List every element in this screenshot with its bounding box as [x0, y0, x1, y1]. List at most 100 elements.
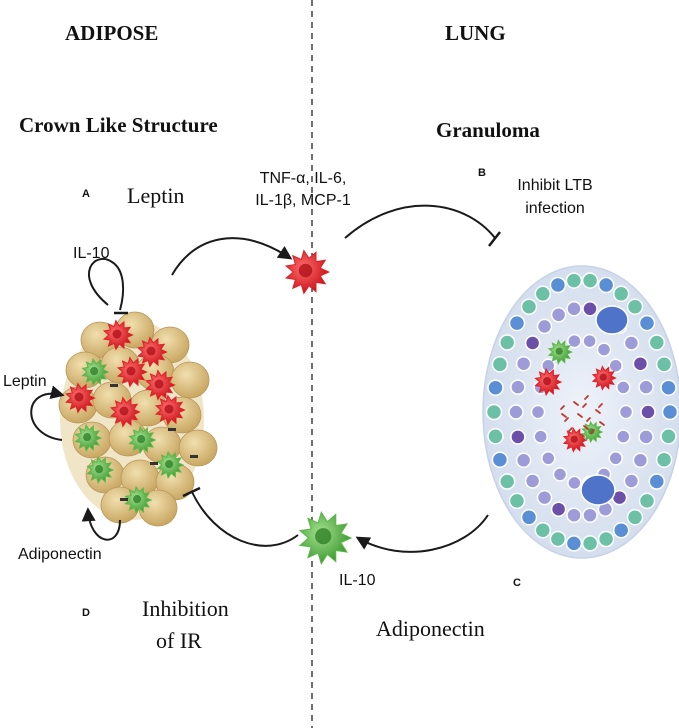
adiponectin-arrow	[355, 514, 489, 553]
bacterium	[586, 417, 591, 422]
bacterium	[579, 433, 585, 438]
granuloma-cell	[582, 333, 597, 349]
granuloma-cell	[608, 451, 623, 466]
granuloma-cell	[515, 452, 532, 469]
granuloma-cell	[498, 334, 516, 351]
green-macrophage-icon	[81, 357, 110, 387]
bacterium	[568, 427, 573, 432]
granuloma-cell	[655, 451, 673, 468]
inhibit-label-line1: Inhibit LTB	[517, 177, 593, 194]
granuloma-cell	[549, 276, 567, 294]
granuloma-cell	[623, 473, 640, 489]
granuloma-cell	[660, 428, 677, 445]
granuloma-cell	[608, 358, 623, 373]
granuloma-cell	[510, 429, 526, 445]
granuloma-cell	[487, 379, 504, 396]
green-macrophage-icon	[156, 450, 185, 480]
granuloma-cell	[612, 521, 630, 539]
center-green-macrophage	[298, 511, 353, 565]
bacterium	[599, 421, 605, 426]
granuloma-cell	[581, 272, 599, 289]
granuloma-cell	[616, 429, 631, 444]
granuloma-cell	[638, 429, 654, 445]
granuloma-cell	[491, 356, 509, 373]
granuloma-cell	[524, 473, 541, 489]
granuloma-cell	[597, 530, 615, 548]
granuloma-cell	[520, 298, 538, 315]
crown-like-structure-title: Crown Like Structure	[19, 113, 218, 137]
adiponectin-side-label: Adiponectin	[18, 546, 102, 563]
granuloma-cell	[520, 509, 538, 526]
granuloma-cell	[550, 501, 567, 517]
inhibition-bar	[182, 486, 201, 498]
receptor-mark	[168, 428, 176, 431]
granuloma-cell	[534, 285, 552, 303]
leptin-arrow	[171, 237, 293, 276]
lung-header: LUNG	[445, 21, 506, 45]
bacterium	[582, 403, 587, 408]
granuloma-cell	[632, 355, 649, 372]
granuloma-cell	[640, 404, 656, 420]
green-macrophage-icon	[128, 425, 157, 455]
granuloma-cell	[566, 507, 582, 523]
granuloma-cell	[648, 473, 666, 490]
bacterium	[598, 403, 603, 408]
red-macrophage-icon	[154, 394, 186, 426]
granuloma-cell	[508, 314, 526, 332]
granuloma-cell	[567, 333, 582, 349]
leptin-top-label: Leptin	[127, 183, 185, 208]
granuloma-cell	[485, 403, 503, 421]
il10-bottom-label: IL-10	[339, 572, 376, 589]
red-macrophage-icon	[102, 319, 134, 351]
granuloma-cells	[485, 272, 679, 552]
adipocyte	[178, 429, 218, 467]
granuloma-cell	[566, 301, 582, 317]
red-macrophage-icon	[64, 382, 96, 414]
panel-letter-a: A	[82, 188, 90, 200]
granuloma-cell	[618, 404, 634, 420]
red-macrophage-icon	[109, 396, 141, 428]
inhibit-bar	[488, 231, 501, 247]
granuloma-cell	[508, 404, 524, 420]
granuloma-cell	[536, 318, 553, 335]
granuloma-cell	[552, 467, 568, 482]
il10-top-label: IL-10	[73, 245, 110, 262]
granuloma-cell	[533, 429, 548, 444]
granuloma-cell	[541, 451, 556, 466]
granuloma-cell	[565, 535, 583, 552]
granuloma-cell	[655, 356, 673, 373]
granuloma-cell	[565, 272, 583, 289]
granuloma	[482, 265, 679, 559]
immune-cell-group	[64, 319, 198, 515]
granuloma-cell	[487, 428, 504, 445]
granuloma-red-macrophage-icon	[534, 367, 563, 397]
granuloma-cell	[623, 335, 640, 351]
bacteria-cluster	[560, 395, 605, 438]
center-red-macrophage-icon	[284, 249, 331, 295]
granuloma-cell	[638, 492, 656, 510]
granuloma-cell	[661, 403, 679, 421]
granuloma-cell	[596, 342, 612, 357]
receptor-mark	[190, 455, 198, 458]
granuloma-cell	[660, 379, 677, 396]
center-green-macrophage-icon	[298, 511, 353, 565]
granuloma-title: Granuloma	[436, 118, 540, 142]
granuloma-green-macrophage-icon	[547, 339, 573, 365]
green-macrophage-icon	[86, 455, 115, 485]
granuloma-cell	[638, 379, 654, 395]
adiponectin-bottom-label: Adiponectin	[376, 616, 485, 641]
granuloma-cell	[491, 451, 509, 468]
inhibition-arc	[191, 491, 299, 547]
bacterium	[560, 405, 565, 410]
receptor-mark	[120, 498, 128, 501]
granuloma-large-cell	[580, 474, 616, 506]
bacterium	[577, 413, 583, 418]
granuloma-cell	[536, 489, 553, 506]
red-macrophage-icon	[136, 336, 168, 368]
panel-letter-d: D	[82, 607, 90, 619]
receptor-mark	[150, 462, 158, 465]
granuloma-cell	[498, 473, 516, 490]
inhibition-label-line1: Inhibition	[142, 596, 229, 621]
granuloma-cell	[515, 355, 532, 372]
